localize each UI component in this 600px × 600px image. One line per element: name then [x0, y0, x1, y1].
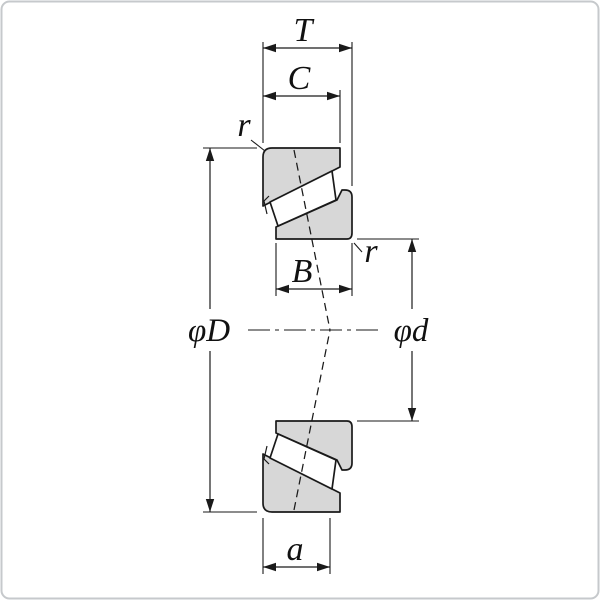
- dimension-load-center-distance: a: [262, 518, 331, 574]
- dimension-bore-diameter: φd: [357, 238, 429, 422]
- label-cup-width: C: [288, 60, 311, 97]
- annotation-outer-corner-radius: r: [237, 107, 266, 152]
- label-outer-corner-radius: r: [237, 107, 251, 144]
- leader-line: [250, 139, 266, 152]
- dimension-cup-width: C: [263, 60, 341, 143]
- outer-ring-cup-section: [262, 147, 341, 207]
- annotation-inner-corner-radius: r: [353, 233, 378, 270]
- upper-half-assembly: [262, 147, 353, 331]
- label-load-center-distance: a: [287, 531, 304, 568]
- label-outside-diameter: φD: [188, 313, 230, 349]
- cage-section: [263, 195, 270, 215]
- lower-half-assembly: [262, 329, 353, 513]
- label-inner-corner-radius: r: [364, 233, 378, 270]
- tapered-roller: [269, 170, 337, 227]
- leader-line: [353, 242, 363, 253]
- label-cone-width: B: [292, 253, 313, 290]
- load-contact-line: [293, 149, 331, 331]
- label-total-width: T: [294, 12, 315, 49]
- dimension-outside-diameter: φD: [188, 147, 257, 513]
- dimension-cone-width: B: [275, 243, 353, 296]
- label-bore-diameter: φd: [394, 313, 429, 349]
